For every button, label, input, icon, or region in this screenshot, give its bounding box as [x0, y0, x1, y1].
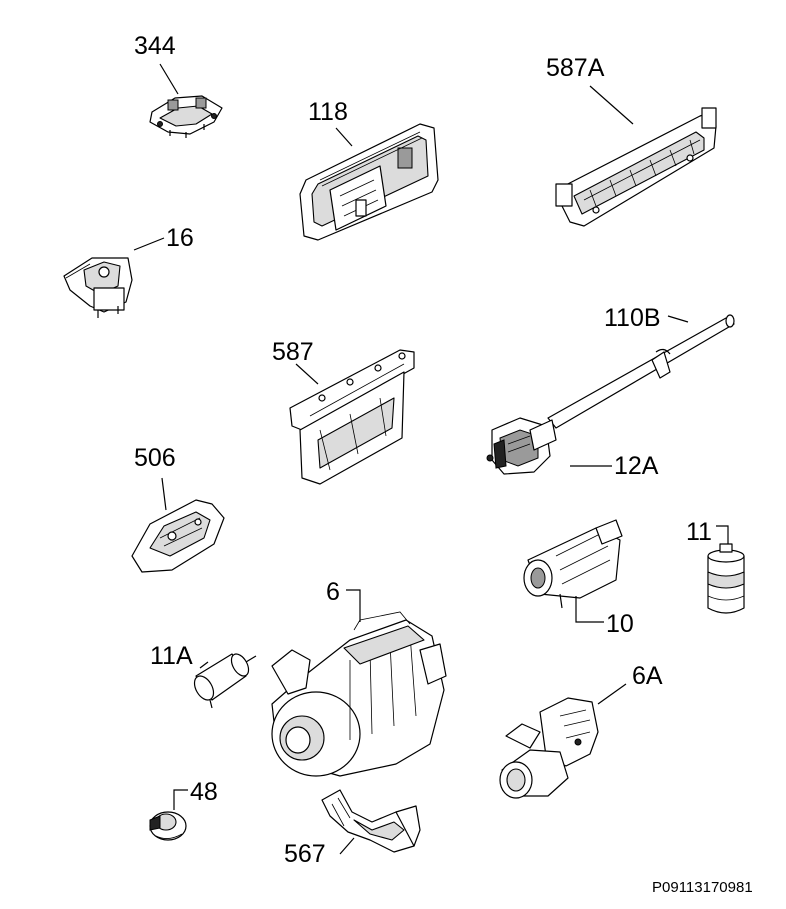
- part-16-illustration: [63, 257, 133, 318]
- part-6A-illustration: [499, 697, 599, 799]
- part-118-illustration: [299, 123, 439, 241]
- part-587A-illustration: [555, 107, 717, 227]
- label-11A: 11A: [150, 642, 193, 670]
- part-6-illustration: [271, 611, 447, 777]
- part-12A-illustration: [486, 417, 557, 475]
- part-344-illustration: [149, 95, 223, 138]
- diagram-reference-code: P09113170981: [652, 879, 753, 896]
- part-11-illustration: [707, 543, 745, 614]
- label-587: 587: [272, 338, 314, 366]
- label-567: 567: [284, 840, 326, 868]
- part-48-illustration: [149, 811, 187, 841]
- label-110B: 110B: [604, 304, 661, 332]
- part-506-illustration: [131, 499, 225, 573]
- label-12A: 12A: [614, 452, 659, 480]
- label-11: 11: [686, 518, 712, 546]
- label-344: 344: [134, 32, 176, 60]
- label-16: 16: [166, 224, 194, 252]
- label-10: 10: [606, 610, 634, 638]
- label-118: 118: [308, 98, 348, 126]
- part-567-illustration: [321, 789, 421, 853]
- label-6: 6: [326, 578, 340, 606]
- part-10-illustration: [523, 519, 623, 609]
- label-587A: 587A: [546, 54, 605, 82]
- label-48: 48: [190, 778, 218, 806]
- part-11A-illustration: [193, 653, 257, 709]
- label-506: 506: [134, 444, 176, 472]
- part-587-illustration: [289, 349, 415, 485]
- label-6A: 6A: [632, 662, 663, 690]
